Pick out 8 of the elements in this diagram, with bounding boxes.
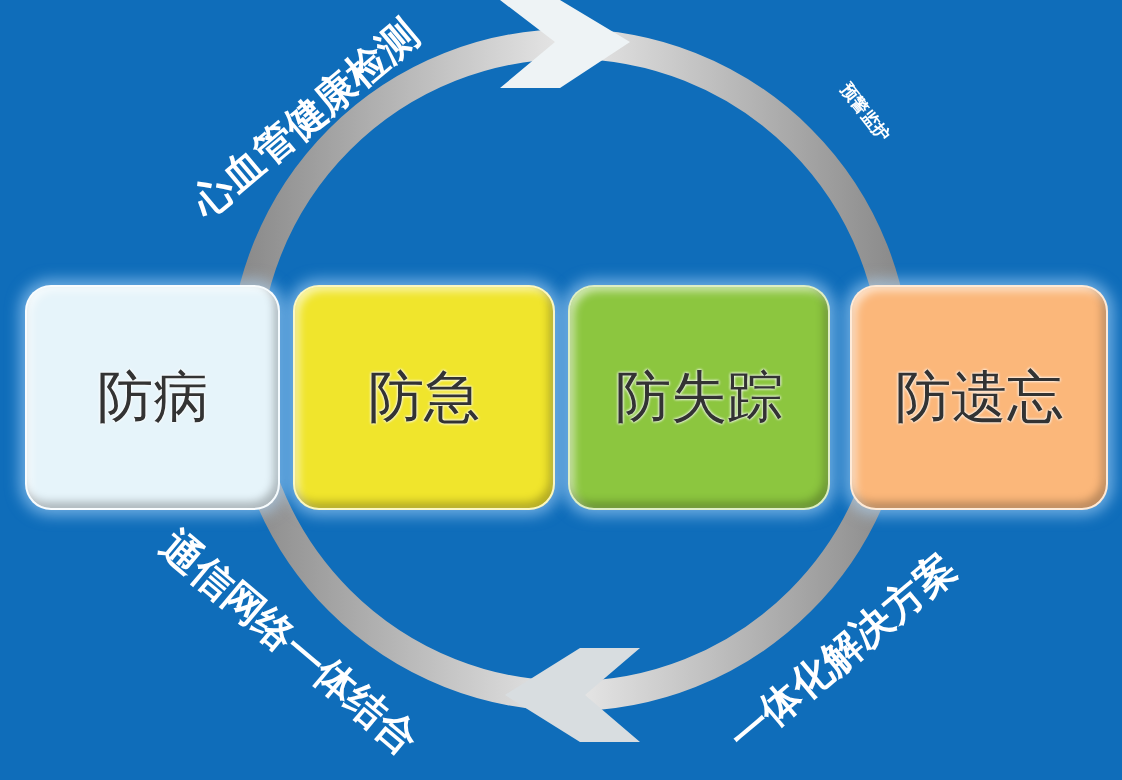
cycle-label: 心血管健康检测 <box>184 12 426 224</box>
cycle-label: 预警监护 <box>837 79 893 145</box>
category-box: 防遗忘 <box>850 285 1108 510</box>
category-box: 防病 <box>25 285 280 510</box>
cycle-label: 通信网络一体结合 <box>154 523 426 761</box>
category-box: 防失踪 <box>568 285 830 510</box>
cycle-label: 一体化解决方案 <box>721 546 963 758</box>
category-box: 防急 <box>293 285 555 510</box>
